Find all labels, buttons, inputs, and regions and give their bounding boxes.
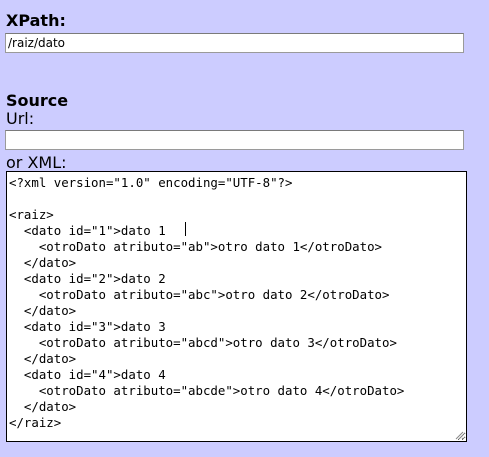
text-caret [185, 222, 186, 236]
xml-label: or XML: [6, 153, 67, 172]
source-heading: Source [6, 91, 69, 110]
xpath-input[interactable] [5, 33, 464, 53]
url-input[interactable] [5, 130, 464, 150]
xpath-heading: XPath: [6, 11, 66, 30]
xml-textarea[interactable]: <?xml version="1.0" encoding="UTF-8"?> <… [6, 171, 467, 442]
url-label: Url: [6, 109, 35, 128]
